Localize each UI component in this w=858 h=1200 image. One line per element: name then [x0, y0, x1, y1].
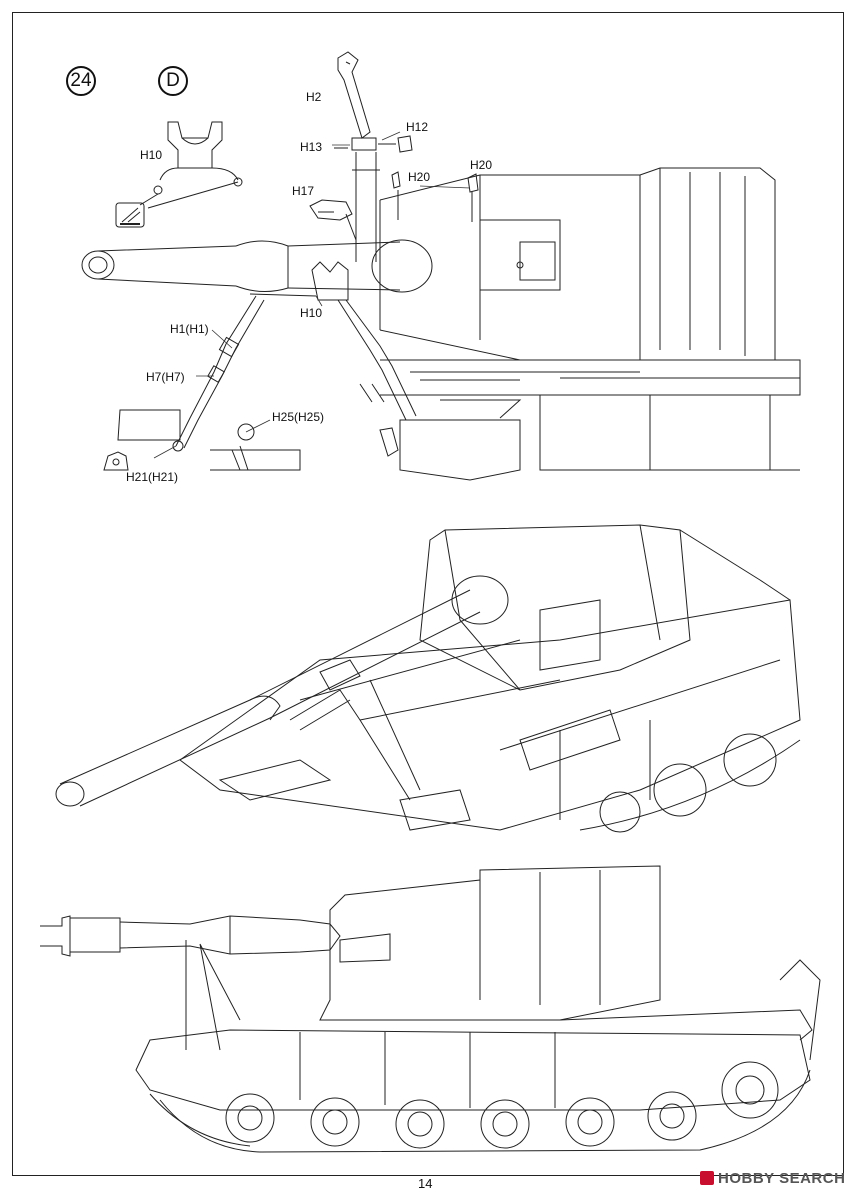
label-h2: H2	[306, 90, 322, 104]
label-h25: H25(H25)	[272, 410, 325, 424]
watermark-text: HOBBY SEARCH	[718, 1170, 846, 1187]
h10-detail-drawing	[139, 121, 243, 209]
h21-pin	[172, 440, 184, 452]
label-h13: H13	[300, 140, 323, 154]
travel-lock-legs-drawing	[103, 295, 417, 471]
gun-barrel-drawing	[81, 239, 433, 293]
sub-step-badge: D	[158, 66, 188, 96]
casemate-drawing	[379, 167, 776, 361]
step-number: 24	[70, 70, 92, 91]
sub-step-label: D	[166, 70, 180, 91]
cement-glue-icon	[115, 202, 145, 228]
step-number-badge: 24	[66, 66, 96, 96]
label-h10-top: H10	[140, 148, 163, 162]
label-h12: H12	[406, 120, 429, 134]
assembly-diagram	[81, 51, 801, 481]
label-h1: H1(H1)	[170, 322, 209, 336]
h17-bracket	[309, 199, 353, 221]
h20-part-b	[467, 173, 479, 193]
label-h21: H21(H21)	[126, 470, 179, 484]
watermark-logo: HOBBY SEARCH	[700, 1170, 845, 1187]
h10-barrel-clamp	[311, 261, 349, 301]
h21-mount-plate	[103, 451, 129, 471]
page-number: 14	[418, 1176, 433, 1191]
label-h20-b: H20	[470, 158, 493, 172]
hull-deck-drawing	[117, 359, 801, 481]
h2-travel-lock-drawing	[334, 51, 413, 262]
label-h10-mid: H10	[300, 306, 323, 320]
label-h20-a: H20	[408, 170, 431, 184]
label-h17: H17	[292, 184, 315, 198]
h25-part	[237, 423, 255, 441]
label-h7: H7(H7)	[146, 370, 185, 384]
h20-part-a	[391, 171, 401, 189]
page-border	[12, 12, 844, 1176]
hobby-search-logo-icon	[700, 1171, 714, 1185]
